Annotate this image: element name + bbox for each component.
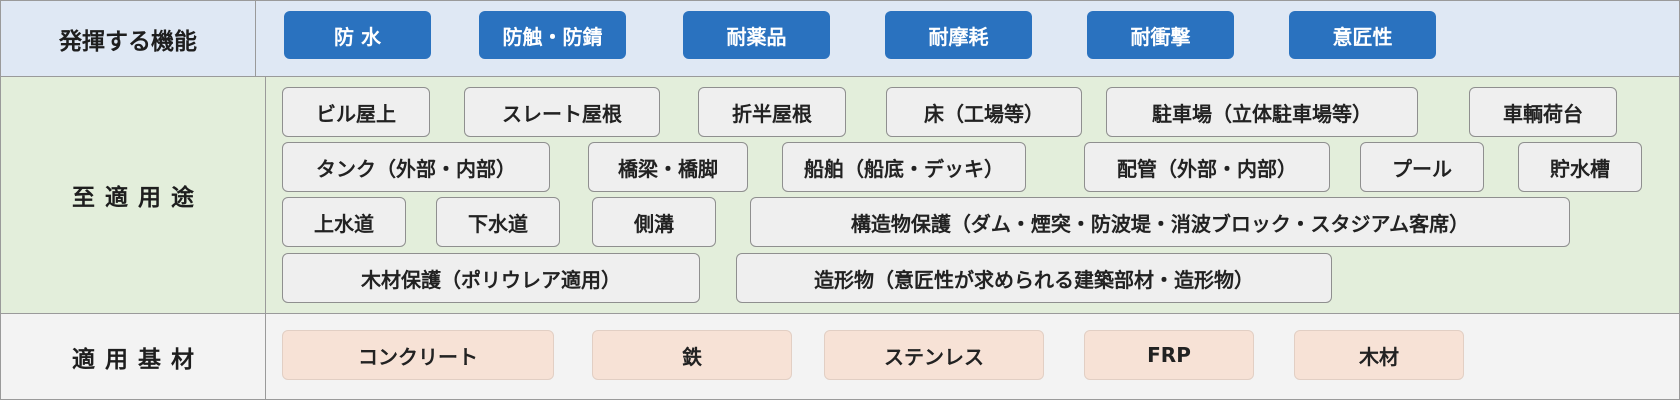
substrate-tag: 木材: [1294, 330, 1464, 380]
application-tag: タンク（外部・内部）: [282, 142, 550, 192]
application-tag: 車輌荷台: [1469, 87, 1617, 137]
application-tag: ビル屋上: [282, 87, 430, 137]
application-tag: 木材保護（ポリウレア適用）: [282, 253, 700, 303]
application-tag: 側溝: [592, 197, 716, 247]
application-tag: 配管（外部・内部）: [1084, 142, 1330, 192]
application-tag: 下水道: [436, 197, 560, 247]
substrate-tag: 鉄: [592, 330, 792, 380]
application-tag: 上水道: [282, 197, 406, 247]
application-tag: プール: [1360, 142, 1484, 192]
functions-row: 発揮する機能 防 水 防触・防錆 耐薬品 耐摩耗 耐衝撃 意匠性: [1, 1, 1679, 77]
application-tag: 床（工場等）: [886, 87, 1082, 137]
applications-header: 至適用途: [1, 77, 266, 313]
function-tag-abrasion-resistance: 耐摩耗: [885, 11, 1032, 59]
application-tag: 橋梁・橋脚: [588, 142, 748, 192]
function-tag-impact-resistance: 耐衝撃: [1087, 11, 1234, 59]
substrate-tag: ステンレス: [824, 330, 1044, 380]
application-tag: 折半屋根: [698, 87, 846, 137]
function-tag-chemical-resistance: 耐薬品: [683, 11, 830, 59]
applications-row: 至適用途 ビル屋上 スレート屋根 折半屋根 床（工場等） 駐車場（立体駐車場等）…: [1, 77, 1679, 314]
function-tag-waterproof: 防 水: [284, 11, 431, 59]
substrate-tag: コンクリート: [282, 330, 554, 380]
functions-header: 発揮する機能: [1, 1, 256, 76]
application-tag: 貯水槽: [1518, 142, 1642, 192]
application-tag: スレート屋根: [464, 87, 660, 137]
substrates-header: 適用基材: [1, 314, 266, 399]
application-tag: 造形物（意匠性が求められる建築部材・造形物）: [736, 253, 1332, 303]
application-tag: 駐車場（立体駐車場等）: [1106, 87, 1418, 137]
substrate-tag: FRP: [1084, 330, 1254, 380]
application-tag: 構造物保護（ダム・煙突・防波堤・消波ブロック・スタジアム客席）: [750, 197, 1570, 247]
function-tag-design: 意匠性: [1289, 11, 1436, 59]
substrates-row: 適用基材 コンクリート 鉄 ステンレス FRP 木材: [1, 314, 1679, 399]
function-tag-anticorrosion: 防触・防錆: [479, 11, 626, 59]
application-tag: 船舶（船底・デッキ）: [782, 142, 1026, 192]
